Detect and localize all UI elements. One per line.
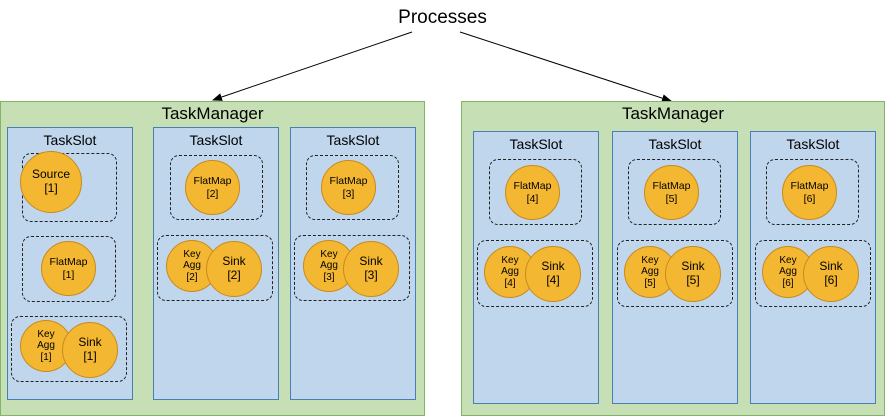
operator-name: Key Agg [183,248,201,272]
operator-id: [3] [342,187,355,200]
operator-group-flatmap-4 [489,159,582,225]
taskmanager-label: TaskManager [621,104,725,123]
operator-group-keyagg-sink-4 [477,240,593,307]
operator-name: Sink [78,335,102,350]
operator-flatmap-1: FlatMap [1] [41,241,96,296]
taskslot-label: TaskSlot [326,132,380,148]
operator-flatmap-5: FlatMap [5] [644,165,699,220]
taskmanager-label: TaskManager [161,104,264,123]
operator-group-keyagg-sink-5 [617,240,733,307]
operator-flatmap-4: FlatMap [4] [505,165,560,220]
operator-id: [1] [44,181,58,195]
operator-name: Key Agg [37,328,55,352]
operator-name: FlatMap [513,180,552,193]
operator-id: [2] [186,271,198,283]
operator-flatmap-3: FlatMap [3] [321,160,376,215]
arrow-to-taskmanager-1 [212,31,413,101]
taskslot-label: TaskSlot [648,136,702,152]
operator-group-keyagg-sink-3 [294,235,410,301]
operator-id: [4] [504,277,516,289]
operator-id: [1] [40,351,52,363]
operator-name: Key Agg [501,254,519,278]
operator-id: [2] [206,187,219,200]
operator-id: [6] [782,277,794,289]
operator-name: FlatMap [329,175,368,188]
operator-sink-4: Sink [4] [525,246,581,302]
operator-keyagg-1: Key Agg [1] [20,320,72,372]
operator-id: [1] [83,349,97,363]
operator-flatmap-6: FlatMap [6] [782,165,837,220]
operator-sink-5: Sink [5] [665,246,721,302]
operator-group-flatmap-6 [766,159,859,225]
operator-id: [3] [364,268,378,282]
operator-name: FlatMap [49,256,88,269]
operator-name: Source [31,167,71,182]
operator-group-flatmap-3 [306,155,399,220]
operator-name: FlatMap [652,180,691,193]
operator-id: [5] [686,273,700,287]
operator-name: FlatMap [193,175,232,188]
operator-name: Sink [681,259,705,274]
operator-id: [3] [323,271,335,283]
operator-name: Sink [359,254,383,269]
operator-name: Sink [819,259,843,274]
taskslot-label: TaskSlot [786,136,840,152]
operator-name: Key Agg [779,254,797,278]
operator-sink-6: Sink [6] [803,246,859,302]
operator-name: FlatMap [790,180,829,193]
diagram-title: Processes [398,7,487,28]
operator-id: [4] [546,273,560,287]
operator-flatmap-2: FlatMap [2] [185,160,240,215]
operator-sink-2: Sink [2] [206,241,262,297]
taskslot-label: TaskSlot [189,132,243,148]
operator-id: [6] [803,192,816,205]
operator-sink-3: Sink [3] [343,241,399,297]
operator-name: Key Agg [641,254,659,278]
operator-group-flatmap-5 [628,159,721,225]
operator-group-keyagg-sink-1 [11,316,127,382]
taskslot-label: TaskSlot [509,136,563,152]
operator-sink-1: Sink [1] [62,322,118,378]
operator-name: Sink [222,254,246,269]
operator-id: [2] [227,268,241,282]
operator-id: [5] [644,277,656,289]
operator-id: [1] [62,268,75,281]
operator-id: [6] [824,273,838,287]
operator-id: [5] [665,192,678,205]
arrow-to-taskmanager-2 [459,31,672,103]
operator-group-keyagg-sink-6 [755,240,871,307]
operator-source-1: Source [1] [20,151,82,213]
operator-id: [4] [526,192,539,205]
operator-name: Sink [541,259,565,274]
operator-group-flatmap-1 [22,236,116,302]
taskslot-label: TaskSlot [43,132,97,148]
operator-group-keyagg-sink-2 [157,235,273,301]
operator-group-flatmap-2 [170,155,263,220]
operator-name: Key Agg [320,248,338,272]
